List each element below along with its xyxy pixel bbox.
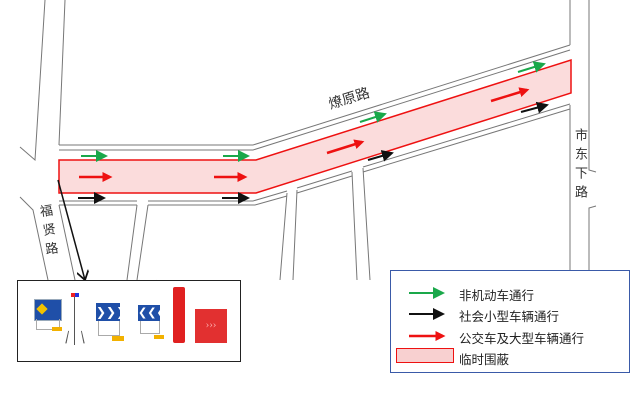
road-edge <box>58 0 66 146</box>
warning-light-tripod-icon <box>71 293 79 297</box>
chevron-right-sign-icon: ❯❯❯ <box>96 303 127 321</box>
temporary-barrier-zone <box>58 58 572 194</box>
traffic-equipment-panel: ❯❯❯ ❮❮❮ ››› <box>17 280 241 362</box>
car-arrow <box>520 101 549 114</box>
road-label-right: 市东下路 <box>572 128 587 204</box>
callout-arrow <box>57 179 85 280</box>
red-arrow-icon <box>409 331 446 341</box>
legend: 非机动车通行 社会小型车辆通行 公交车及大型车辆通行 临时围蔽 <box>390 270 630 373</box>
barrier-block-icon: ››› <box>195 309 227 343</box>
road-edge <box>59 44 571 146</box>
road-edge <box>351 167 371 281</box>
barrier-swatch-icon <box>396 348 454 363</box>
green-arrow-icon <box>409 287 445 299</box>
legend-item-barrier: 临时围蔽 <box>391 347 629 367</box>
road-edge <box>279 189 298 281</box>
legend-item-bus: 公交车及大型车辆通行 <box>391 326 629 346</box>
bus-arrow <box>490 87 530 103</box>
bus-arrow <box>326 139 365 155</box>
road-edge <box>59 49 571 151</box>
bike-arrow <box>517 61 546 73</box>
water-barrier-icon <box>173 287 185 343</box>
black-arrow-icon <box>409 308 445 320</box>
road-edge <box>58 204 76 281</box>
road-edge <box>588 0 597 270</box>
construction-sign-icon <box>34 299 62 321</box>
road-edge <box>126 204 149 281</box>
road-edge <box>19 0 46 162</box>
car-arrow <box>367 150 394 162</box>
road-edge <box>59 108 571 206</box>
chevron-left-sign-icon: ❮❮❮ <box>138 305 166 321</box>
bike-arrow <box>359 111 387 123</box>
legend-item-bike: 非机动车通行 <box>391 283 629 303</box>
road-edge <box>19 196 49 281</box>
legend-item-car: 社会小型车辆通行 <box>391 304 629 324</box>
